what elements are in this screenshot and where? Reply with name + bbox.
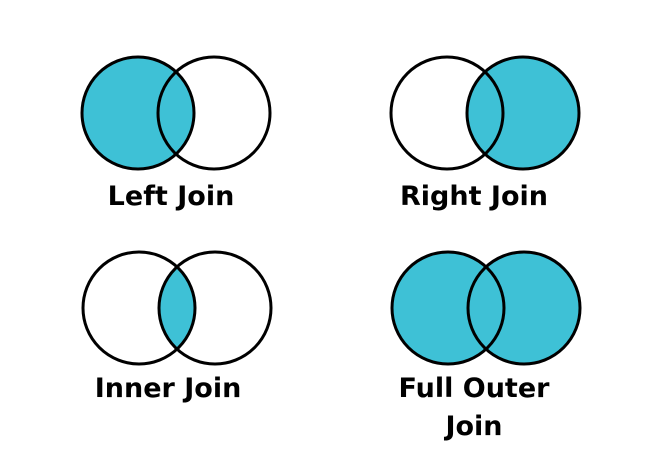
right-circle-outline: [465, 55, 581, 171]
label-line: Inner Join: [94, 373, 242, 404]
right-circle-outline: [157, 250, 273, 366]
left-circle-outline: [390, 250, 506, 366]
label-line: Full Outer: [398, 373, 550, 404]
label-line: Left Join: [107, 181, 235, 212]
label-left-join: Left Join: [61, 178, 281, 216]
venn-right-join-svg: [389, 55, 581, 171]
venn-left-join: [76, 50, 276, 176]
left-circle-outline: [80, 55, 196, 171]
venn-full-outer-join-svg: [390, 250, 582, 366]
left-circle-outline: [389, 55, 505, 171]
left-circle-outline: [81, 250, 197, 366]
intersection-fill: [159, 266, 195, 350]
label-full-outer-join: Full Outer Join: [364, 370, 584, 446]
venn-right-join: [385, 50, 585, 176]
venn-left-join-svg: [80, 55, 272, 171]
right-circle-outline: [156, 55, 272, 171]
label-right-join: Right Join: [364, 178, 584, 216]
label-line: Join: [445, 411, 503, 442]
label-line: Right Join: [400, 181, 548, 212]
label-inner-join: Inner Join: [58, 370, 278, 408]
venn-inner-join-svg: [81, 250, 273, 366]
right-circle-outline: [466, 250, 582, 366]
venn-inner-join: [77, 245, 277, 371]
venn-full-outer-join: [386, 245, 586, 371]
